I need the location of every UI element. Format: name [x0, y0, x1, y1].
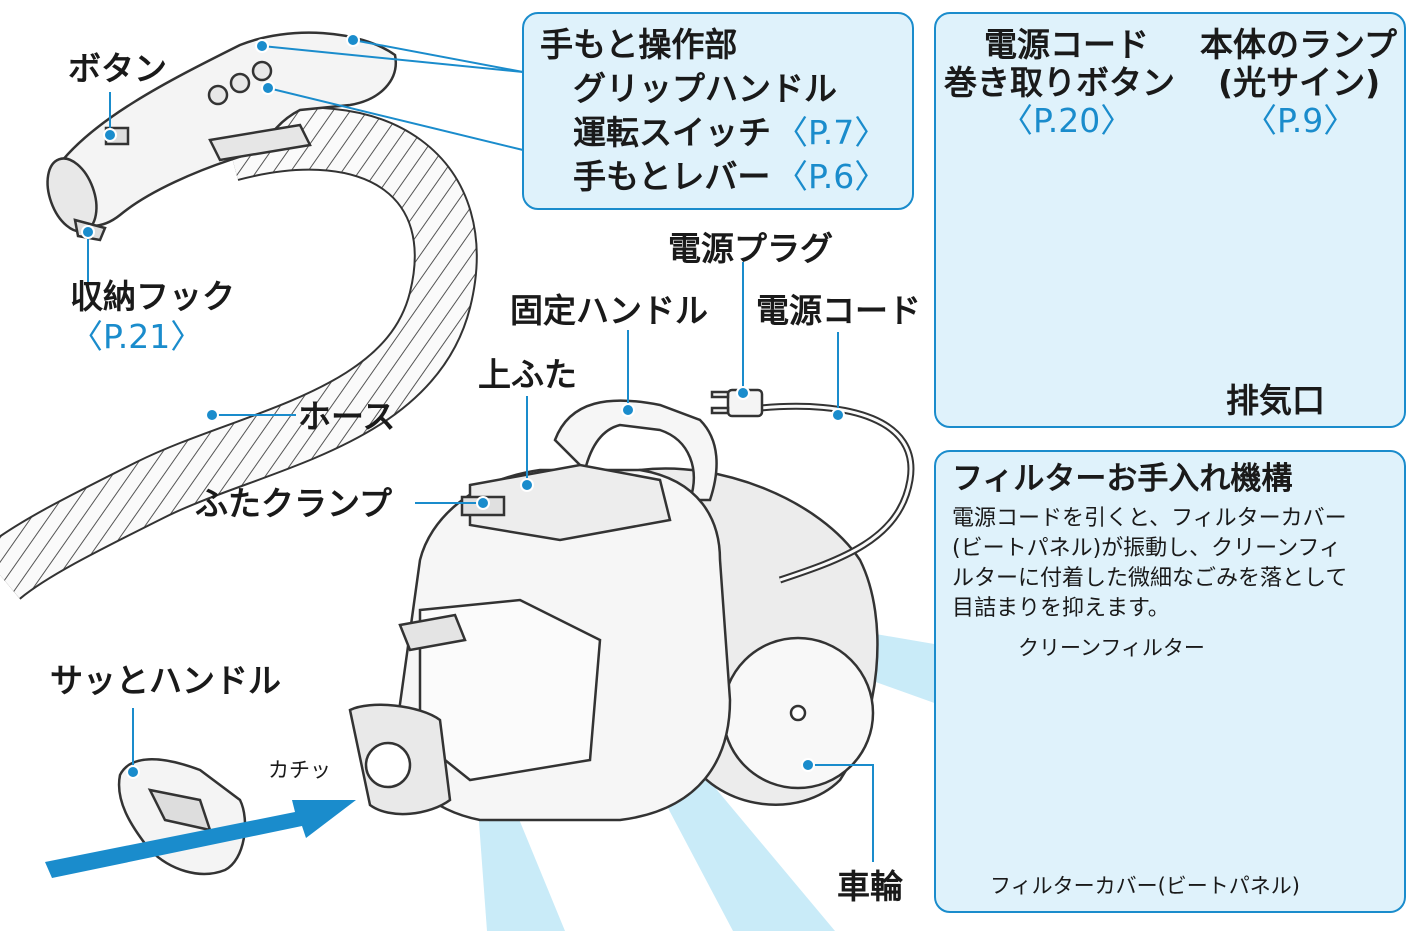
- power-plug: [710, 388, 764, 418]
- power-cord-label: 電源コード: [756, 291, 921, 330]
- storage-hook-ref: 〈P.21〉: [70, 317, 204, 356]
- filter-cover-label: フィルターカバー(ビートパネル): [990, 874, 1300, 898]
- clean-filter-label: クリーンフィルター: [1018, 636, 1205, 660]
- filter-mechanism-description: 電源コードを引くと、フィルターカバー (ビートパネル)が振動し、クリーンフィ ル…: [952, 504, 1347, 624]
- filter-description-line: ルターに付着した微細なごみを落として: [952, 566, 1348, 591]
- cord-rewind-ref: 〈P.20〉: [1000, 101, 1134, 140]
- hose-label: ホース: [298, 397, 396, 436]
- filter-mechanism-title: フィルターお手入れ機構: [952, 461, 1293, 497]
- filter-description-line: 目詰まりを抑えます。: [952, 596, 1170, 621]
- power-plug-label: 電源プラグ: [668, 229, 833, 268]
- top-lid-label: 上ふた: [478, 355, 577, 394]
- hand-control-title: 手もと操作部: [540, 25, 738, 64]
- filter-mechanism-panel: [934, 450, 1406, 913]
- operation-switch-label: 運転スイッチ: [573, 113, 771, 152]
- cord-rewind-label-1: 電源コード: [984, 25, 1149, 64]
- hand-lever-ref: 〈P.6〉: [775, 157, 888, 196]
- hand-control-panel: [522, 12, 914, 210]
- click-arrow: [45, 800, 356, 878]
- wheel-label: 車輪: [837, 867, 903, 906]
- grip-handle-label: グリップハンドル: [573, 69, 837, 108]
- lamp-label-1: 本体のランプ: [1200, 25, 1398, 64]
- lid-clamp-label: ふたクランプ: [195, 484, 393, 523]
- vacuum-body: [348, 399, 879, 822]
- click-label: カチッ: [268, 758, 331, 782]
- exhaust-label: 排気口: [1226, 381, 1325, 420]
- storage-hook-label: 収納フック: [70, 277, 235, 316]
- operation-switch-ref: 〈P.7〉: [775, 113, 888, 152]
- hose: [0, 106, 478, 600]
- power-cord: [710, 388, 915, 584]
- lamp-label-2: (光サイン): [1218, 63, 1381, 102]
- filter-description-line: (ビートパネル)が振動し、クリーンフィ: [952, 536, 1341, 561]
- button-label: ボタン: [68, 49, 167, 88]
- cord-rewind-label-2: 巻き取りボタン: [944, 63, 1175, 102]
- fixed-handle-label: 固定ハンドル: [510, 291, 708, 330]
- hand-lever-label: 手もとレバー: [573, 157, 771, 196]
- lamp-ref: 〈P.9〉: [1244, 101, 1357, 140]
- lamp-detail-panel: [934, 12, 1406, 428]
- filter-description-line: 電源コードを引くと、フィルターカバー: [952, 506, 1347, 531]
- sat-handle-label: サッとハンドル: [50, 661, 281, 700]
